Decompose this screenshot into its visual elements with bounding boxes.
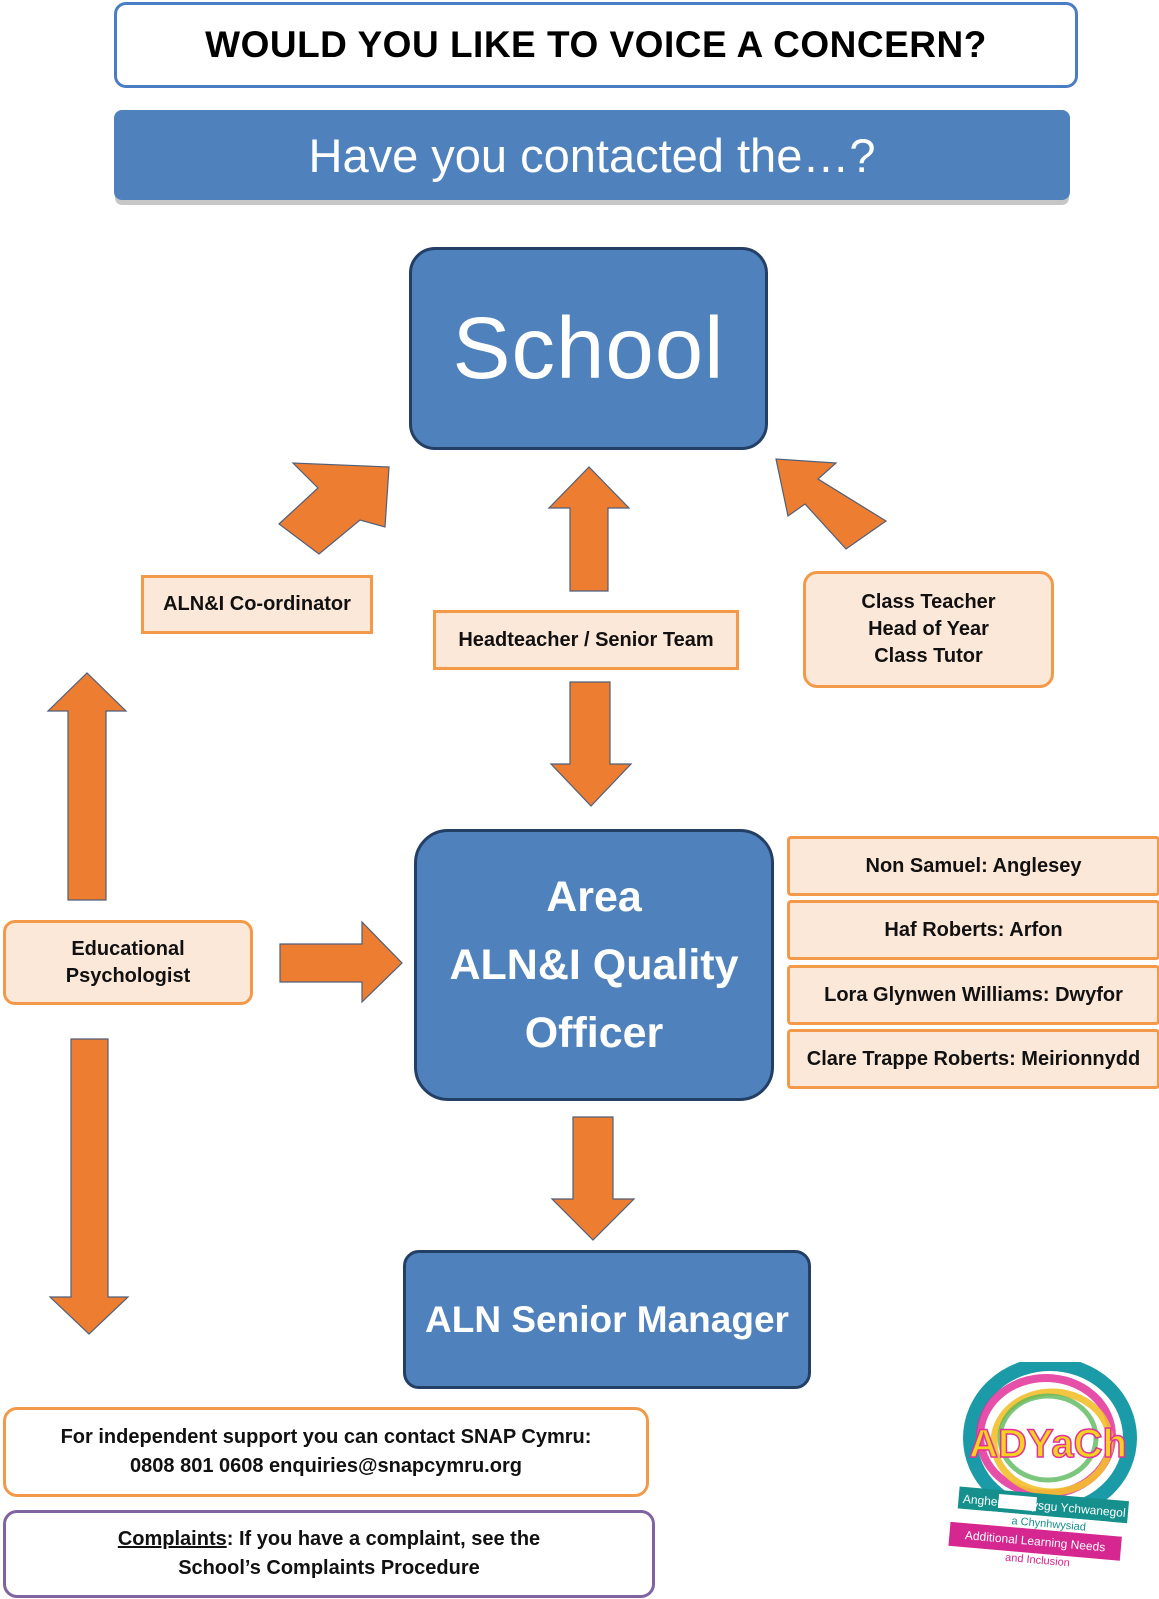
class-teacher-node: Class Teacher Head of Year Class Tutor bbox=[803, 571, 1054, 688]
support-line2: 0808 801 0608 enquiries@snapcymru.org bbox=[130, 1455, 522, 1477]
title-box: WOULD YOU LIKE TO VOICE A CONCERN? bbox=[114, 2, 1078, 88]
arrow-classteacher-to-school bbox=[775, 458, 888, 550]
educational-psychologist-node: Educational Psychologist bbox=[3, 920, 253, 1005]
arrow-officer-to-manager bbox=[550, 1116, 636, 1241]
senior-manager-node: ALN Senior Manager bbox=[403, 1250, 811, 1389]
officer-dwyfor: Lora Glynwen Williams: Dwyfor bbox=[787, 965, 1159, 1025]
complaints-label: Complaints bbox=[117, 1528, 227, 1550]
alni-coordinator-label: ALN&I Co-ordinator bbox=[163, 593, 351, 615]
class-tutor-label: Class Tutor bbox=[874, 645, 983, 667]
logo-wordmark: ADYaCh bbox=[969, 1422, 1127, 1466]
arrow-psychologist-up bbox=[46, 672, 128, 901]
support-box: For independent support you can contact … bbox=[3, 1407, 649, 1497]
subtitle: Have you contacted the…? bbox=[308, 128, 876, 182]
school-node: School bbox=[409, 247, 768, 450]
officer-meirionnydd: Clare Trappe Roberts: Meirionnydd bbox=[787, 1029, 1159, 1089]
area-officer-line2: ALN&I Quality bbox=[449, 941, 739, 989]
support-line1: For independent support you can contact … bbox=[60, 1426, 592, 1448]
complaints-line1-rest: : If you have a complaint, see the bbox=[226, 1528, 541, 1550]
head-of-year-label: Head of Year bbox=[868, 618, 989, 640]
logo-english-line2: and Inclusion bbox=[1005, 1552, 1071, 1570]
officer-arfon-label: Haf Roberts: Arfon bbox=[884, 918, 1063, 941]
psychologist-line2: Psychologist bbox=[65, 964, 191, 987]
subtitle-banner: Have you contacted the…? bbox=[114, 110, 1070, 200]
officer-anglesey: Non Samuel: Anglesey bbox=[787, 836, 1159, 896]
complaints-box: Complaints: If you have a complaint, see… bbox=[3, 1510, 655, 1598]
area-officer-line1: Area bbox=[546, 873, 642, 921]
arrow-psychologist-down bbox=[48, 1038, 130, 1335]
psychologist-line1: Educational bbox=[71, 937, 185, 960]
area-officer-node: Area ALN&I Quality Officer bbox=[414, 829, 774, 1101]
complaints-line2: School’s Complaints Procedure bbox=[178, 1557, 480, 1579]
complaints-line1: Complaints: If you have a complaint, see… bbox=[118, 1525, 540, 1554]
arrow-psychologist-to-officer bbox=[279, 920, 403, 1004]
adyach-logo: ADYaCh Anghenion Dysgu Ychwanegol a Chyn… bbox=[948, 1362, 1137, 1570]
class-teacher-label: Class Teacher bbox=[861, 591, 996, 613]
officer-meirionnydd-label: Clare Trappe Roberts: Meirionnydd bbox=[806, 1047, 1141, 1070]
officer-arfon: Haf Roberts: Arfon bbox=[787, 900, 1159, 960]
headteacher-label: Headteacher / Senior Team bbox=[458, 628, 714, 651]
officer-anglesey-label: Non Samuel: Anglesey bbox=[865, 854, 1082, 877]
officer-dwyfor-label: Lora Glynwen Williams: Dwyfor bbox=[824, 983, 1123, 1006]
arrow-headteacher-to-school bbox=[547, 466, 631, 592]
arrow-headteacher-to-officer bbox=[549, 681, 633, 807]
arrow-coordinator-to-school bbox=[278, 462, 390, 555]
school-label: School bbox=[452, 299, 725, 397]
alni-coordinator-node: ALN&I Co-ordinator bbox=[141, 575, 373, 634]
page-title: WOULD YOU LIKE TO VOICE A CONCERN? bbox=[205, 24, 987, 65]
senior-manager-label: ALN Senior Manager bbox=[425, 1298, 789, 1340]
headteacher-node: Headteacher / Senior Team bbox=[433, 610, 739, 670]
area-officer-line3: Officer bbox=[524, 1009, 664, 1057]
